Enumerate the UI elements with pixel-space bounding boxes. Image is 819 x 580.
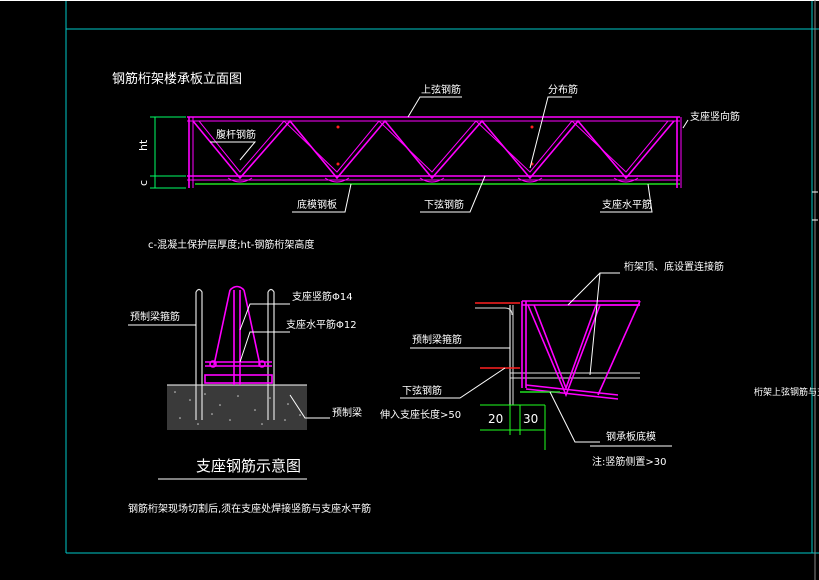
dim-30-label: 30 — [523, 412, 538, 426]
support-horizontal-d12-label: 支座水平筋Φ12 — [286, 318, 357, 331]
concrete-hatch — [174, 391, 301, 425]
precast-stirrups — [195, 288, 275, 420]
ht-label: ht — [137, 139, 150, 151]
top-chord-label: 上弦钢筋 — [421, 83, 461, 96]
support-vertical-d14-label: 支座竖筋Φ14 — [292, 290, 353, 303]
bottom-chord-2-label: 下弦钢筋 — [402, 384, 442, 397]
precast-beam-block — [167, 385, 307, 430]
dim-20-label: 20 — [488, 412, 503, 426]
web-bar-label: 腹杆钢筋 — [216, 128, 256, 141]
red-dot — [530, 125, 534, 129]
precast-beam-label: 预制梁 — [332, 406, 362, 419]
precast-beam-stirrup-left-label: 预制梁箍筋 — [130, 310, 180, 323]
support-horizontal-label: 支座水平筋 — [602, 198, 652, 211]
drawing-frame — [65, 0, 819, 554]
support-section-left — [128, 285, 330, 430]
truss-section-right — [521, 300, 641, 400]
elevation-leaders — [210, 96, 689, 213]
spot-weld-note: 注:竖筋侧置>30 — [592, 455, 666, 468]
support-section-right — [400, 272, 641, 450]
support-vertical-label: 支座竖向筋 — [690, 110, 740, 123]
bottom-chord-label: 下弦钢筋 — [424, 198, 464, 211]
dimension-lines — [480, 404, 546, 450]
cutting-note: 钢筋桁架现场切割后,须在支座处焊接竖筋与支座水平筋 — [128, 502, 371, 515]
truss-connection-label: 桁架顶、底设置连接筋 — [624, 260, 724, 273]
height-dimension — [150, 116, 186, 189]
steel-bottom-form-label: 钢承板底模 — [606, 430, 656, 443]
red-dot — [336, 162, 340, 166]
extend-length-label: 伸入支座长度>50 — [380, 408, 461, 421]
bottom-plate-label: 底模钢板 — [297, 198, 337, 211]
red-dot — [336, 125, 340, 129]
legend-text: c-混凝土保护层厚度;ht-钢筋桁架高度 — [148, 238, 314, 251]
section-right-leaders — [400, 272, 620, 443]
distribution-bar-label: 分布筋 — [548, 83, 578, 96]
precast-beam-stirrup-right-label: 预制梁箍筋 — [412, 333, 462, 346]
web-bar-zigzag — [192, 119, 675, 180]
truss-elevation — [187, 116, 682, 188]
section-title: 支座钢筋示意图 — [196, 457, 301, 475]
right-edge-label: 桁架上弦钢筋与支 — [754, 386, 819, 398]
c-label: c — [137, 180, 150, 186]
section-left-leaders — [128, 303, 330, 419]
elevation-title: 钢筋桁架楼承板立面图 — [112, 71, 242, 87]
web-foot-arcs — [227, 177, 639, 183]
support-truss-section — [204, 285, 273, 385]
web-bar-zigzag-inner — [198, 120, 669, 173]
